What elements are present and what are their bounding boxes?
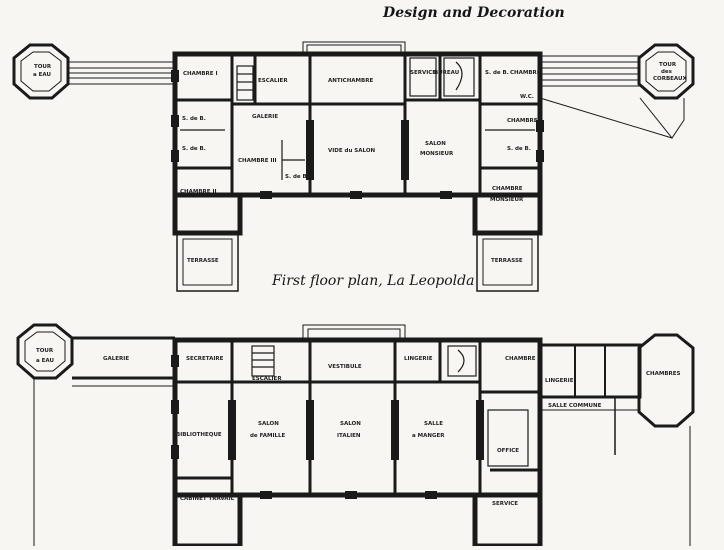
room-label: SERVICE — [410, 70, 436, 76]
upper-right-terrace — [476, 232, 539, 292]
room-label: GALERIE — [103, 356, 129, 362]
room-label: VESTIBULE — [328, 364, 362, 370]
room-label: CHAMBRE — [507, 118, 538, 124]
room-label: MONSIEUR — [420, 151, 454, 157]
room-label: CHAMBRE III — [238, 158, 277, 164]
lower-left-wing — [172, 492, 243, 549]
room-label: OFFICE — [497, 448, 519, 454]
room-label: a EAU — [36, 358, 54, 364]
upper-right-bridge — [539, 55, 685, 139]
room-label: CHAMBRE — [492, 186, 523, 192]
room-label: TOUR — [659, 62, 677, 68]
room-label: ESCALIER — [252, 376, 282, 382]
upper-floor-plan — [12, 41, 695, 292]
room-label: ESCALIER — [258, 78, 288, 84]
room-label: des — [661, 69, 673, 75]
room-label: S. de B. — [507, 146, 531, 152]
lower-right-tower — [637, 333, 695, 428]
lower-window-piers — [171, 355, 484, 499]
room-label: S. de B. — [182, 116, 206, 122]
room-label: LINGERIE — [404, 356, 433, 362]
room-label: CORBEAUX — [653, 76, 687, 82]
plan-caption: First floor plan, La Leopolda — [272, 273, 475, 289]
room-label: SALLE COMMUNE — [548, 403, 602, 409]
upper-left-wing — [172, 192, 243, 236]
upper-left-tower — [12, 43, 70, 100]
room-label: S. de B. — [485, 70, 509, 76]
room-label: GALERIE — [252, 114, 278, 120]
room-label: SECRETAIRE — [186, 356, 224, 362]
room-label: S. de B. — [182, 146, 206, 152]
room-label: SERVICE — [492, 501, 518, 507]
room-label: a MANGER — [412, 433, 445, 439]
room-label: TOUR — [36, 348, 54, 354]
room-label: CABINET TRAVAIL — [180, 496, 235, 502]
room-label: BIBLIOTHEQUE — [176, 432, 222, 438]
lower-galerie-corridor — [33, 336, 175, 546]
room-label: CHAMBRE II — [180, 189, 217, 195]
room-label: ANTICHAMBRE — [328, 78, 373, 84]
room-label: a EAU — [33, 72, 51, 78]
room-label: CHAMBRE — [505, 356, 536, 362]
upper-left-bridge — [68, 61, 175, 85]
room-label: CHAMBRE — [510, 70, 541, 76]
room-label: S. de B. — [285, 174, 309, 180]
room-label: SALON — [425, 141, 446, 147]
room-label: CHAMBRE I — [183, 71, 218, 77]
room-label: SALON — [258, 421, 279, 427]
room-label: LINGERIE — [545, 378, 574, 384]
room-label: ITALIEN — [337, 433, 361, 439]
upper-right-tower — [637, 43, 695, 100]
lower-floor-plan — [16, 323, 695, 549]
lower-room-labels: TOUR a EAU GALERIE SECRETAIRE ESCALIER V… — [36, 348, 681, 507]
room-label: SALLE — [424, 421, 443, 427]
page-title: Design and Decoration — [383, 5, 565, 21]
room-label: TOUR — [34, 64, 52, 70]
room-label: MONSIEUR — [490, 197, 524, 203]
room-label: de FAMILLE — [250, 433, 285, 439]
upper-left-terrace — [176, 232, 239, 292]
lower-service-wing — [538, 343, 642, 399]
room-label: TERRASSE — [491, 258, 523, 264]
room-label: VIDE du SALON — [328, 148, 376, 154]
room-label: TERRASSE — [187, 258, 219, 264]
room-label: BUREAU — [434, 70, 459, 76]
room-label: SALON — [340, 421, 361, 427]
upper-window-piers — [171, 70, 544, 199]
room-label: W.C. — [520, 94, 534, 100]
lower-left-tower — [16, 323, 74, 380]
room-label: CHAMBRES — [646, 371, 681, 377]
upper-room-labels: TOUR a EAU TOUR des CORBEAUX CHAMBRE I E… — [33, 62, 687, 264]
